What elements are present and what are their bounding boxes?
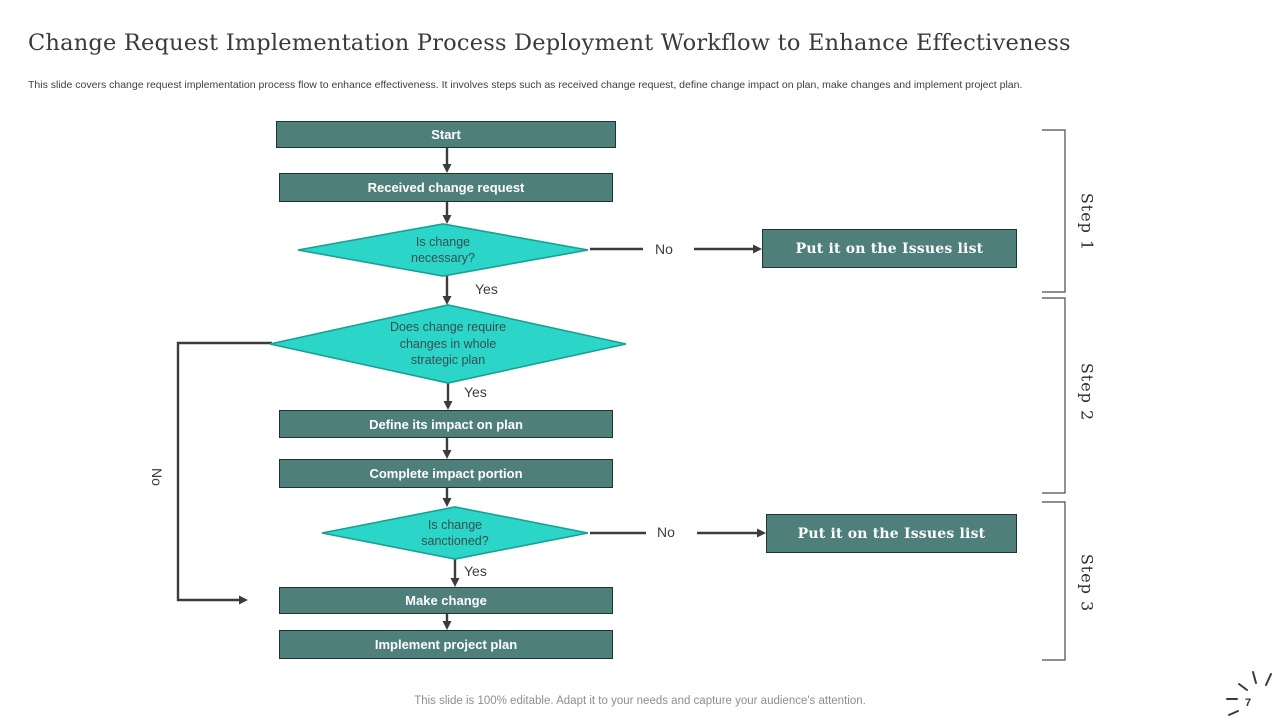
diamond-is-change-necessary xyxy=(297,223,589,277)
flow-box-issues-list-1: Put it on the Issues list xyxy=(762,229,1017,268)
step-2-label: Step 2 xyxy=(1077,362,1097,422)
edge-label-yes-3: Yes xyxy=(464,563,487,579)
flow-box-implement-project-plan: Implement project plan xyxy=(279,630,613,659)
edge-label-no-1: No xyxy=(655,241,673,257)
edge-label-yes-1: Yes xyxy=(475,281,498,297)
step3-bracket xyxy=(1042,501,1066,661)
step1-bracket xyxy=(1042,129,1066,293)
flow-box-issues-list-2: Put it on the Issues list xyxy=(766,514,1017,553)
step2-bracket xyxy=(1042,297,1066,494)
slide-footer-note: This slide is 100% editable. Adapt it to… xyxy=(414,695,866,707)
slide-subtitle: This slide covers change request impleme… xyxy=(28,79,1023,91)
step-3-label: Step 3 xyxy=(1077,553,1097,613)
flow-box-start: Start xyxy=(276,121,616,148)
connector-arrows xyxy=(176,148,766,630)
flow-box-make-change: Make change xyxy=(279,587,613,614)
flow-box-complete-impact-portion: Complete impact portion xyxy=(279,459,613,488)
flow-box-received-change-request: Received change request xyxy=(279,173,613,202)
diamond-label-is-change-sanctioned: Is change sanctioned? xyxy=(421,517,489,549)
diamond-is-change-sanctioned xyxy=(321,506,589,560)
sparkle-icon xyxy=(1226,671,1272,716)
diamond-does-change-require xyxy=(269,304,627,384)
edge-label-yes-2: Yes xyxy=(464,384,487,400)
slide-title: Change Request Implementation Process De… xyxy=(28,30,1071,56)
diamond-label-does-change-require: Does change require changes in whole str… xyxy=(389,320,507,368)
page-number: 7 xyxy=(1245,697,1252,709)
edge-label-no-2: No xyxy=(657,524,675,540)
step-1-label: Step 1 xyxy=(1077,192,1097,252)
diamond-label-is-change-necessary: Is change necessary? xyxy=(411,234,475,266)
edge-label-no-left: No xyxy=(149,468,165,486)
flow-box-define-impact: Define its impact on plan xyxy=(279,410,613,438)
